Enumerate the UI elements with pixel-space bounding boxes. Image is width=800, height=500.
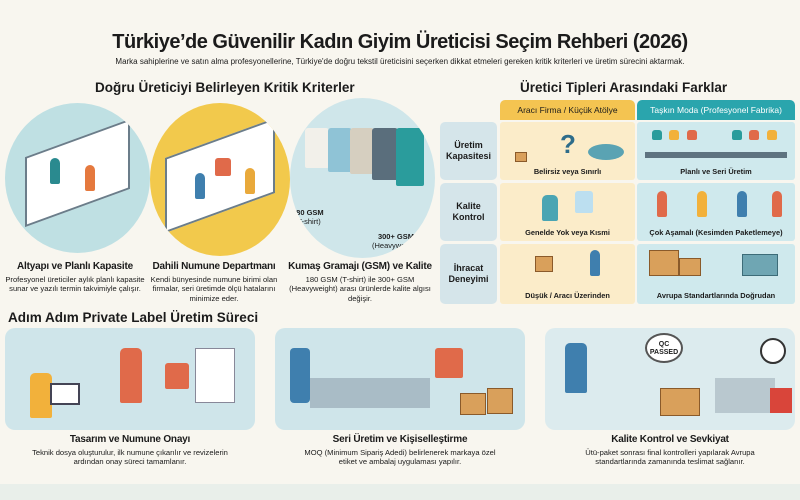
qc-passed-badge: QC PASSED (645, 333, 683, 363)
fabric-gsm-illustration: 180 GSM(T-shirt) 300+ GSM(Heavyweight) (290, 98, 435, 258)
quality-shipping-illustration: QC PASSED (545, 328, 795, 430)
row-label: Kalite Kontrol (440, 183, 497, 241)
design-sample-illustration (5, 328, 255, 430)
criteria-item: Kumaş Gramajı (GSM) ve Kalite 180 GSM (T-… (282, 261, 438, 303)
row-label: Üretim Kapasitesi (440, 122, 497, 180)
row-label: İhracat Deneyimi (440, 244, 497, 304)
gsm-heavy-label: 300+ GSM (377, 232, 414, 241)
column-header-professional: Taşkın Moda (Profesyonel Fabrika) (637, 100, 795, 120)
cell-text: Düşük / Aracı Üzerinden (525, 291, 610, 300)
gsm-light-sub: (T-shirt) (294, 217, 321, 226)
criteria-text: 180 GSM (T-shirt) ile 300+ GSM (Heavywei… (289, 275, 431, 303)
cell-professional: Avrupa Standartlarında Doğrudan (637, 244, 795, 304)
criteria-text: Profesyonel üreticiler aylık planlı kapa… (5, 275, 145, 294)
page-title: Türkiye’de Güvenilir Kadın Giyim Üretici… (112, 31, 688, 53)
column-header-intermediary: Aracı Firma / Küçük Atölye (500, 100, 635, 120)
criteria-title: Altyapı ve Planlı Kapasite (17, 261, 133, 272)
cell-text: Belirsiz veya Sınırlı (533, 167, 602, 176)
comparison-heading: Üretici Tipleri Arasındaki Farklar (520, 80, 728, 95)
clock-icon (760, 338, 786, 364)
criteria-title: Kumaş Gramajı (GSM) ve Kalite (288, 261, 432, 272)
cell-text: Avrupa Standartlarında Doğrudan (656, 291, 776, 300)
cell-intermediary: ? Belirsiz veya Sınırlı (500, 122, 635, 180)
criteria-title: Dahili Numune Departmanı (152, 261, 276, 272)
process-heading: Adım Adım Private Label Üretim Süreci (8, 310, 259, 325)
comparison-table: Aracı Firma / Küçük Atölye Taşkın Moda (… (440, 100, 795, 305)
cell-intermediary: Genelde Yok veya Kısmi (500, 183, 635, 241)
sample-department-illustration (150, 103, 290, 256)
footer-band (0, 484, 800, 500)
cell-text: Planlı ve Seri Üretim (680, 167, 752, 176)
cell-intermediary: Düşük / Aracı Üzerinden (500, 244, 635, 304)
question-mark-icon: ? (560, 129, 576, 159)
mass-production-illustration (275, 328, 525, 430)
step-text: Ütü-paket sonrası final kontrolleri yapı… (585, 448, 755, 467)
step-title: Kalite Kontrol ve Sevkiyat (611, 434, 729, 445)
step-text: Teknik dosya oluşturulur, ilk numune çık… (32, 448, 228, 467)
cell-professional: Planlı ve Seri Üretim (637, 122, 795, 180)
step-title: Tasarım ve Numune Onayı (69, 434, 191, 445)
cell-professional: Çok Aşamalı (Kesimden Paketlemeye) (637, 183, 795, 241)
gsm-heavy-sub: (Heavyweight) (372, 241, 420, 250)
cell-text: Çok Aşamalı (Kesimden Paketlemeye) (649, 228, 783, 237)
gsm-light-label: 180 GSM (292, 208, 324, 217)
cell-text: Genelde Yok veya Kısmi (525, 228, 610, 237)
criteria-text: Kendi bünyesinde numune birimi olan firm… (150, 275, 278, 303)
criteria-heading: Doğru Üreticiyi Belirleyen Kritik Kriter… (95, 80, 355, 95)
capacity-illustration (5, 103, 150, 253)
step-text: MOQ (Minimum Sipariş Adedi) belirlenerek… (304, 448, 496, 467)
step-title: Seri Üretim ve Kişiselleştirme (332, 434, 468, 445)
page-subtitle: Marka sahiplerine ve satın alma profesyo… (115, 57, 685, 66)
